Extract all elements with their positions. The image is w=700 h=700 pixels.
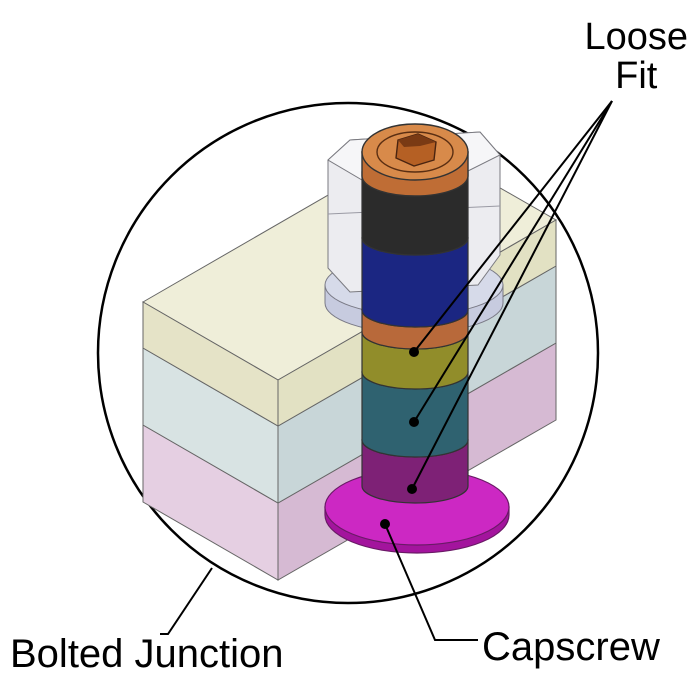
loose-fit-leader-1 bbox=[413, 100, 613, 353]
capscrew-label: Capscrew bbox=[482, 625, 660, 669]
capscrew-leader bbox=[384, 523, 478, 641]
capscrew-head bbox=[361, 123, 469, 197]
magnifier-circle bbox=[96, 101, 600, 605]
segment-teal bbox=[361, 371, 469, 458]
segment-purple bbox=[361, 439, 469, 504]
loose-fit-leader-2 bbox=[413, 100, 613, 423]
loose-fit-label: Loose Fit bbox=[584, 18, 688, 95]
loose-fit-leader-3 bbox=[411, 100, 613, 490]
leader-lines bbox=[160, 100, 613, 641]
capscrew-shaft bbox=[361, 171, 469, 504]
segment-blue bbox=[361, 237, 469, 328]
bolted-junction-label: Bolted Junction bbox=[10, 632, 284, 676]
bolted-junction-leader bbox=[160, 567, 213, 635]
loose-fit-label-line2: Fit bbox=[615, 55, 658, 97]
loose-fit-label-line1: Loose bbox=[584, 16, 688, 58]
